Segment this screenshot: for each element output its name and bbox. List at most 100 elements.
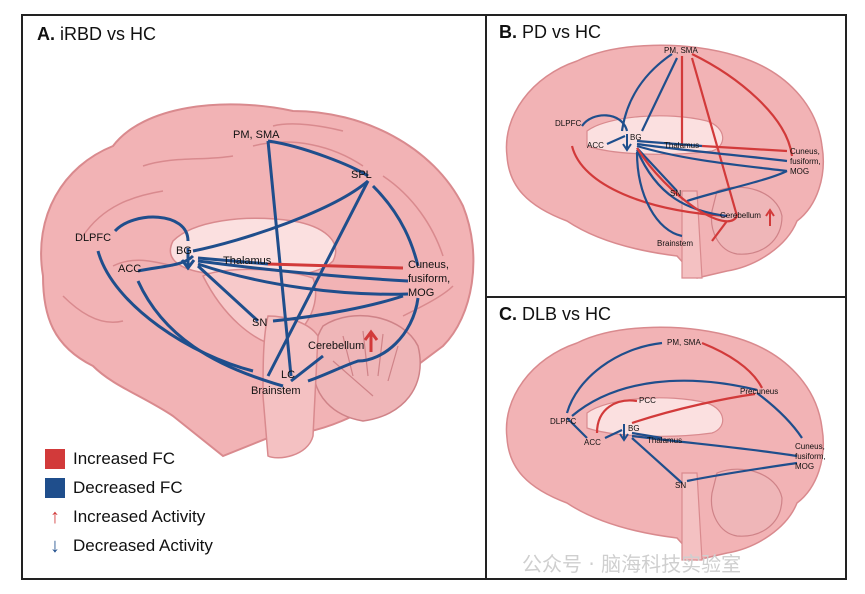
label-a-mog: MOG	[408, 287, 434, 299]
panel-a-letter: A.	[37, 24, 55, 44]
label-a-sn: SN	[252, 317, 267, 329]
panel-b-activity-arrows	[622, 134, 775, 226]
conn-b-acc-bg	[606, 134, 626, 146]
panel-b-diagram: PM, SMA DLPFC ACC BG Thalamus Cuneus, fu…	[505, 44, 824, 279]
label-c-pm-sma: PM, SMA	[667, 338, 701, 347]
panel-a-title: A. iRBD vs HC	[37, 24, 156, 45]
panel-b-labels: PM, SMA DLPFC ACC BG Thalamus Cuneus, fu…	[555, 46, 821, 248]
panel-a-connections	[96, 139, 420, 388]
label-a-brainstem: Brainstem	[251, 385, 301, 397]
label-c-fusiform: fusiform,	[795, 452, 826, 461]
conn-c-bg-sn	[631, 437, 683, 484]
conn-c-bg-thalamus	[631, 431, 663, 440]
label-b-bg: BG	[630, 133, 642, 142]
panel-b-corpus-callosum	[586, 115, 724, 155]
conn-c-pm-precuneus	[701, 341, 763, 389]
label-b-sn: SN	[670, 189, 681, 198]
legend-decreased-fc-swatch	[45, 477, 65, 498]
cerebrum-gyri	[62, 123, 454, 323]
label-a-cerebellum: Cerebellum	[308, 340, 364, 352]
conn-a-thalamus-cuneus	[267, 262, 404, 270]
label-c-acc: ACC	[584, 438, 601, 447]
panel-c: C. DLB vs HC	[487, 298, 845, 578]
conn-a-sn-mog	[272, 294, 404, 323]
label-b-brainstem: Brainstem	[657, 239, 693, 248]
conn-a-acc-brainstem	[136, 280, 284, 388]
conn-a-dlpfc-bg	[113, 215, 190, 242]
panel-a-labels: PM, SMA SPL DLPFC BG Thalamus ACC Cuneus…	[75, 129, 450, 397]
legend-increased-fc: Increased FC	[45, 444, 213, 473]
panel-b: B. PD vs HC	[487, 16, 845, 298]
label-c-cuneus: Cuneus,	[795, 442, 825, 451]
conn-b-dlpfc-bg	[581, 114, 629, 132]
up-arrow-icon: ↑	[50, 505, 60, 528]
panel-a-title-text: iRBD vs HC	[60, 24, 157, 44]
conn-a-spl-bg	[192, 179, 369, 253]
panel-a-activity-arrows	[180, 248, 379, 352]
panel-b-letter: B.	[499, 22, 517, 42]
label-b-cuneus: Cuneus,	[790, 147, 820, 156]
panel-b-connections	[570, 53, 794, 242]
legend-increased-fc-label: Increased FC	[73, 448, 176, 468]
label-c-sn: SN	[675, 481, 686, 490]
conn-c-dlpfc-acc	[566, 417, 588, 439]
conn-a-dlpfc-lc	[96, 250, 254, 373]
label-b-fusiform: fusiform,	[790, 157, 821, 166]
label-c-thalamus: Thalamus	[647, 436, 682, 445]
legend: Increased FC Decreased FC ↑ Increased Ac…	[45, 444, 213, 560]
watermark-text: 公众号 · 脑海科技实验室	[522, 552, 742, 576]
figure-frame: A. iRBD vs HC	[21, 14, 847, 580]
conn-b-dlpfc-cerebellum	[570, 145, 728, 218]
conn-b-bg-fusiform	[636, 142, 788, 163]
conn-b-sn-mog	[686, 170, 788, 203]
brainstem-shape	[262, 315, 319, 459]
conn-a-spl-cuneus	[371, 184, 420, 267]
legend-decreased-fc-label: Decreased FC	[73, 477, 183, 497]
label-c-precuneus: Precuneus	[740, 387, 778, 396]
bg-decreased-arrow-icon	[180, 248, 196, 271]
panel-c-activity-arrows	[619, 424, 629, 442]
panel-c-brainstem	[681, 472, 703, 561]
panel-c-brain	[505, 326, 824, 561]
conn-a-cerebellum-lc	[290, 354, 324, 383]
label-c-mog: MOG	[795, 462, 814, 471]
conn-a-bg-thalamus	[197, 256, 269, 266]
label-a-fusiform: fusiform,	[408, 273, 450, 285]
label-a-bg: BG	[176, 245, 192, 257]
conn-b-thalamus-cuneus	[701, 144, 788, 153]
conn-c-precuneus-cuneus	[756, 392, 803, 439]
conn-b-pm-cuneus	[691, 53, 794, 157]
conn-c-acc-bg	[604, 429, 623, 439]
legend-decreased-activity: ↓ Decreased Activity	[45, 531, 213, 560]
conn-b-bg-brainstem	[635, 151, 683, 238]
cerebellum-increased-arrow-icon	[363, 329, 379, 352]
conn-a-bg-fusiform	[197, 259, 409, 283]
legend-increased-activity-label: Increased Activity	[73, 506, 206, 526]
label-b-dlpfc: DLPFC	[555, 119, 581, 128]
legend-increased-fc-swatch	[45, 448, 65, 469]
conn-a-bg-sn	[196, 264, 260, 323]
panel-b-bg-decreased-arrow-icon	[622, 134, 632, 152]
conn-c-sn-mog	[686, 461, 798, 483]
panel-b-cerebellum-increased-arrow-icon	[765, 208, 775, 226]
label-c-dlpfc: DLPFC	[550, 417, 576, 426]
panel-c-cerebellum	[710, 468, 783, 537]
conn-b-bg-thalamus	[636, 139, 703, 148]
conn-b-bg-cerebellum-red	[636, 147, 738, 223]
label-a-lc: LC	[281, 369, 295, 381]
label-a-dlpfc: DLPFC	[75, 232, 111, 244]
conn-b-bg-cerebellum	[635, 149, 728, 218]
conn-c-pm-dlpfc	[565, 341, 663, 414]
conn-b-brainstem-cerebellum	[711, 220, 728, 242]
conn-c-bg-fusiform	[631, 434, 798, 458]
conn-a-mog-brainstem	[307, 297, 420, 383]
label-b-cerebellum: Cerebellum	[720, 211, 761, 220]
label-a-cuneus: Cuneus,	[408, 259, 449, 271]
label-b-acc: ACC	[587, 141, 604, 150]
panel-a-diagram: PM, SMA SPL DLPFC BG Thalamus ACC Cuneus…	[40, 103, 475, 459]
panel-c-connections	[565, 341, 803, 484]
panel-a: A. iRBD vs HC	[23, 16, 487, 578]
panel-b-title: B. PD vs HC	[499, 22, 601, 43]
conn-a-spl-lc	[266, 180, 370, 377]
label-a-spl: SPL	[351, 169, 372, 181]
